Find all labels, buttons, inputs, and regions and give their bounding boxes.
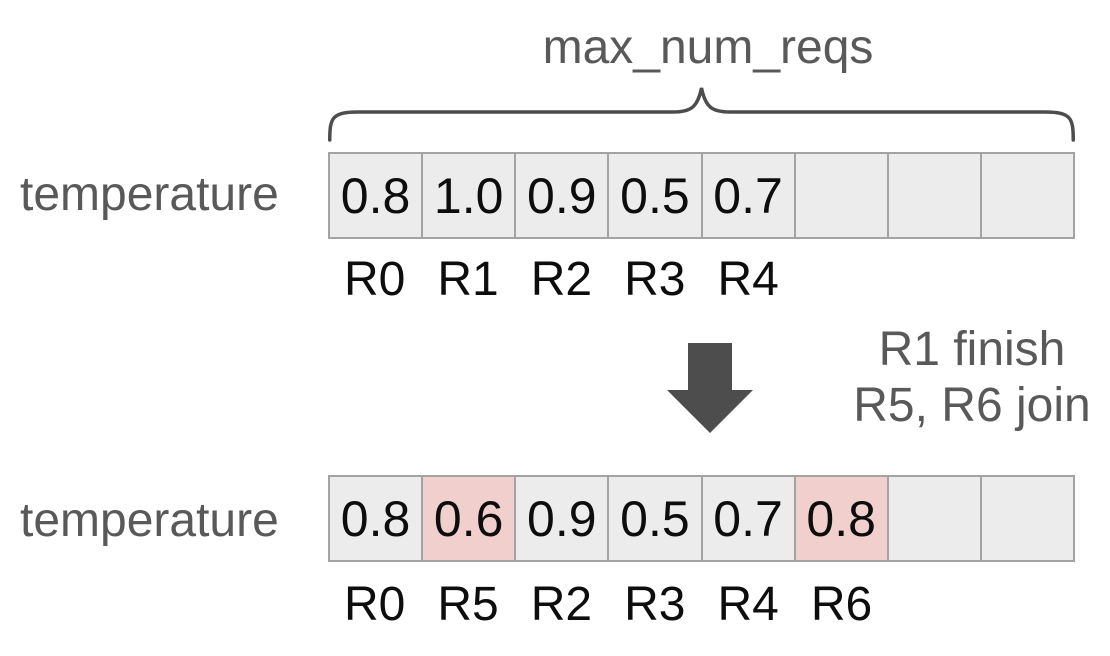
request-id-label [982, 577, 1075, 633]
request-id-label [888, 252, 981, 308]
temperature-array-before: 0.8 1.0 0.9 0.5 0.7 [328, 152, 1075, 239]
request-id-label: R4 [717, 578, 779, 631]
array-cell: 0.8 [328, 152, 424, 239]
transition-annotation: R1 finish R5, R6 join [772, 322, 1110, 434]
request-id-row-before: R0 R1 R2 R3 R4 [328, 252, 1075, 308]
array-cell: 0.5 [607, 475, 703, 562]
request-id-label: R4 [717, 253, 779, 306]
request-id-label [795, 252, 888, 308]
array-cell [979, 152, 1075, 239]
request-id-row-after: R0 R5 R2 R3 R4 R6 [328, 577, 1075, 633]
request-id-label: R2 [530, 578, 593, 631]
temperature-label-after: temperature [20, 494, 279, 547]
request-id-label: R0 [344, 578, 406, 631]
array-cell: 1.0 [421, 152, 517, 239]
array-cell: 0.6 [421, 475, 517, 562]
array-cell: 0.7 [700, 152, 796, 239]
array-cell: 0.8 [328, 475, 424, 562]
brace-icon [328, 87, 1075, 142]
request-id-label: R5 [437, 578, 499, 631]
max-num-reqs-label: max_num_reqs [542, 21, 874, 74]
down-arrow-icon [667, 343, 753, 433]
request-id-label: R0 [344, 253, 406, 306]
array-cell [886, 475, 982, 562]
array-cell: 0.9 [514, 152, 610, 239]
temperature-array-after: 0.8 0.6 0.9 0.5 0.7 0.8 [328, 475, 1075, 562]
temperature-label-before: temperature [20, 168, 279, 221]
array-cell: 0.8 [793, 475, 889, 562]
transition-line-1: R1 finish [878, 323, 1066, 376]
array-cell: 0.5 [607, 152, 703, 239]
array-cell [979, 475, 1075, 562]
request-id-label: R2 [530, 253, 593, 306]
request-id-label: R3 [624, 253, 686, 306]
array-cell [886, 152, 982, 239]
transition-line-2: R5, R6 join [853, 379, 1091, 432]
request-id-label [982, 252, 1075, 308]
request-id-label: R6 [810, 578, 873, 631]
array-cell: 0.7 [700, 475, 796, 562]
array-cell: 0.9 [514, 475, 610, 562]
request-id-label: R1 [437, 253, 499, 306]
request-id-label [888, 577, 981, 633]
request-id-label: R3 [624, 578, 686, 631]
array-cell [793, 152, 889, 239]
